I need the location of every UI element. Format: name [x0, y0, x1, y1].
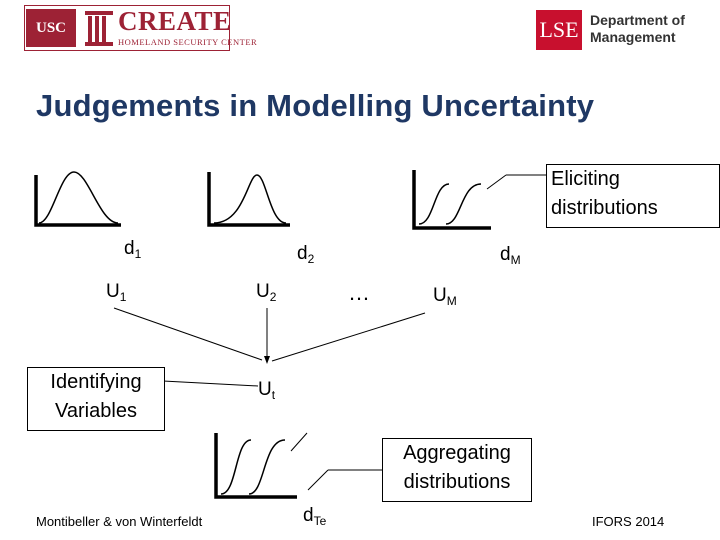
slide-title: Judgements in Modelling Uncertainty	[36, 88, 595, 123]
distribution-label-dM: dM	[500, 244, 521, 267]
variable-label-uM: UM	[433, 285, 457, 308]
variable-label-ut: Ut	[258, 379, 276, 402]
cumulative-plot-2	[214, 432, 308, 499]
connector-lines	[113, 307, 426, 491]
arrowhead-icon	[264, 356, 270, 364]
ellipsis: …	[348, 280, 370, 305]
variable-label-u1: U1	[106, 281, 127, 304]
eliciting-line2: distributions	[551, 197, 658, 219]
usc-logo: USC	[26, 9, 76, 47]
lse-department-line2: Management	[590, 29, 676, 45]
distribution-label-d1: d1	[124, 238, 142, 261]
lse-logo: LSE	[536, 10, 582, 50]
distribution-label-dTe: dTe	[303, 505, 327, 528]
aggregating-line2: distributions	[403, 471, 511, 493]
density-plot-1	[34, 171, 121, 227]
create-logo-text: CREATE	[118, 6, 232, 36]
eliciting-distributions-box: Eliciting distributions	[546, 164, 720, 228]
cumulative-plot-1	[412, 170, 546, 230]
identifying-line2: Variables	[55, 400, 137, 422]
column-icon	[85, 11, 113, 46]
identifying-variables-box: Identifying Variables	[27, 367, 165, 431]
aggregating-line1: Aggregating	[403, 442, 511, 464]
variable-label-u2: U2	[256, 281, 277, 304]
footer-conference: IFORS 2014	[592, 514, 665, 529]
create-logo-subtitle: HOMELAND SECURITY CENTER	[118, 37, 258, 47]
density-plot-2	[207, 172, 290, 227]
footer-authors: Montibeller & von Winterfeldt	[36, 514, 203, 529]
lse-department-text: Department of Management	[590, 12, 685, 46]
identifying-line1: Identifying	[50, 371, 142, 393]
distribution-label-d2: d2	[297, 243, 315, 266]
lse-department-line1: Department of	[590, 12, 685, 28]
eliciting-line1: Eliciting	[551, 168, 620, 190]
aggregating-distributions-box: Aggregating distributions	[382, 438, 532, 502]
